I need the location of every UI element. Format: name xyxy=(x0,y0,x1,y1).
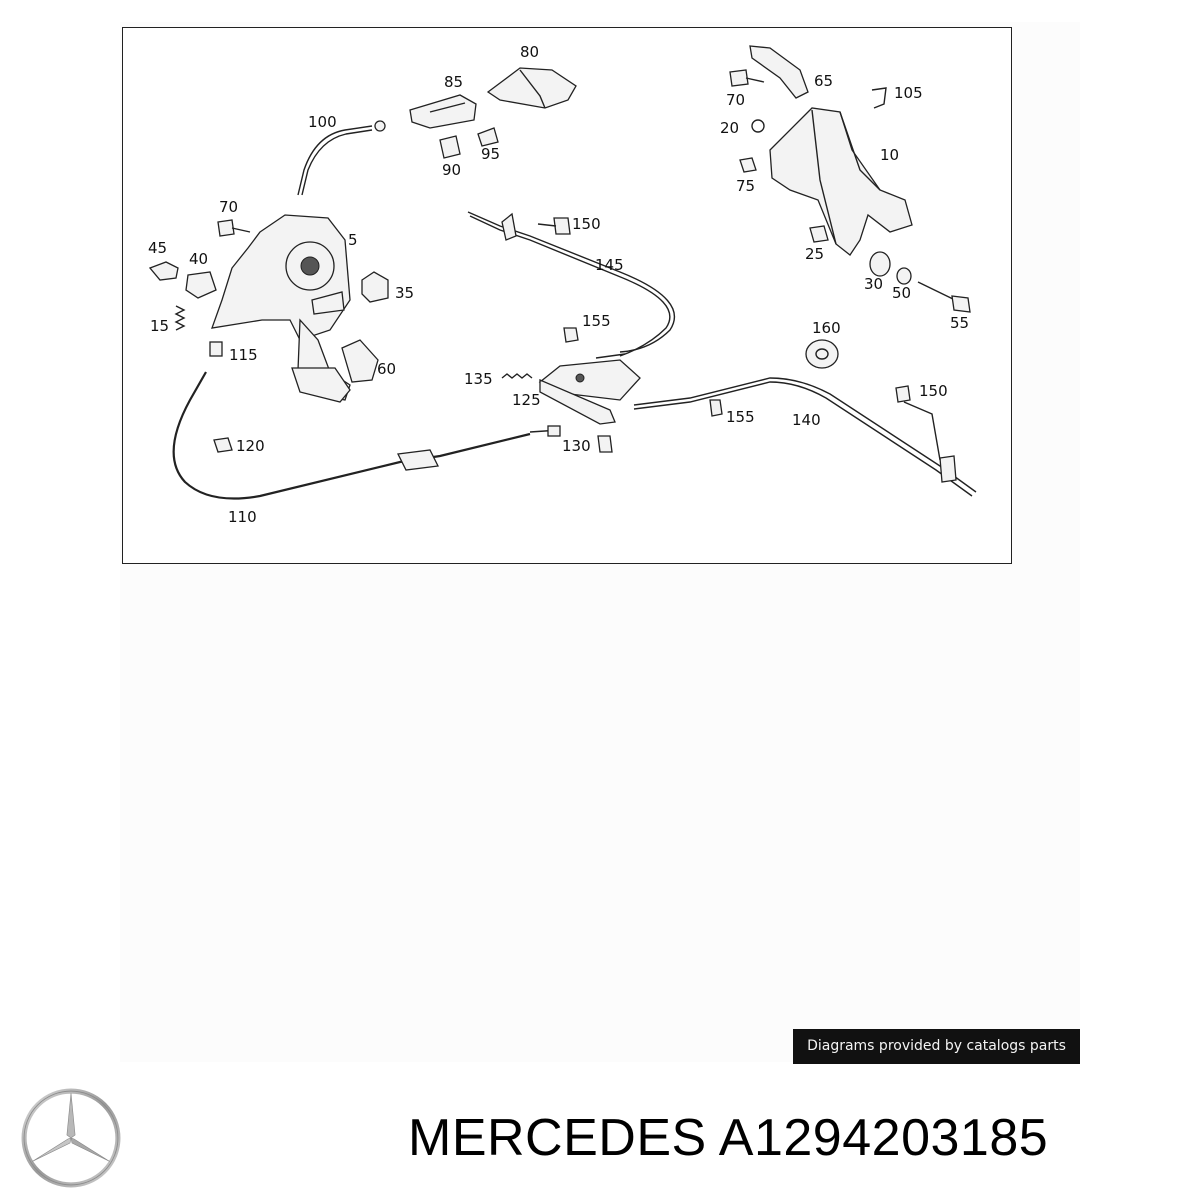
cable-145 xyxy=(467,211,676,353)
part-95 xyxy=(477,127,499,147)
part-120 xyxy=(213,437,233,453)
cable-140 xyxy=(633,377,977,493)
part-150-bottom-bolt xyxy=(895,385,911,403)
label-75: 75 xyxy=(736,177,755,195)
label-15: 15 xyxy=(150,317,169,335)
label-45: 45 xyxy=(148,239,167,257)
label-150-bottom: 150 xyxy=(919,382,948,400)
part-70-left xyxy=(217,219,235,237)
label-95: 95 xyxy=(481,145,500,163)
label-60: 60 xyxy=(377,360,396,378)
label-85: 85 xyxy=(444,73,463,91)
part-30-bushing xyxy=(869,251,891,277)
label-115: 115 xyxy=(229,346,258,364)
label-90: 90 xyxy=(442,161,461,179)
part-155-bottom xyxy=(709,399,723,417)
part-90 xyxy=(439,135,461,159)
label-155-bottom: 155 xyxy=(726,408,755,426)
part-15-spring xyxy=(174,305,186,331)
part-20-ring xyxy=(751,119,765,133)
label-65: 65 xyxy=(814,72,833,90)
part-35 xyxy=(361,271,389,303)
part-160-bushing xyxy=(805,339,839,369)
part-130-bolt xyxy=(597,435,613,453)
part-40 xyxy=(185,271,217,299)
label-5: 5 xyxy=(348,231,358,249)
label-70-right: 70 xyxy=(726,91,745,109)
label-160: 160 xyxy=(812,319,841,337)
part-105-clip xyxy=(871,87,887,109)
part-75-nut xyxy=(739,157,757,173)
page-title: MERCEDES A1294203185 xyxy=(408,1109,1049,1167)
part-labels: 80 85 100 95 90 70 5 45 40 35 15 115 60 … xyxy=(148,43,969,526)
label-30: 30 xyxy=(864,275,883,293)
part-45 xyxy=(148,261,179,281)
label-70-left: 70 xyxy=(219,198,238,216)
label-80: 80 xyxy=(520,43,539,61)
part-50-washer xyxy=(896,267,912,285)
label-130: 130 xyxy=(562,437,591,455)
label-105: 105 xyxy=(894,84,923,102)
label-20: 20 xyxy=(720,119,739,137)
mercedes-star-icon xyxy=(21,1088,121,1188)
cable-100 xyxy=(297,125,373,196)
part-80 xyxy=(486,67,577,109)
label-40: 40 xyxy=(189,250,208,268)
parts-diagram: 80 85 100 95 90 70 5 45 40 35 15 115 60 … xyxy=(148,43,977,526)
part-150-top-bolt xyxy=(553,217,571,235)
label-135: 135 xyxy=(464,370,493,388)
part-25-nut xyxy=(809,225,829,243)
label-140: 140 xyxy=(792,411,821,429)
label-110: 110 xyxy=(228,508,257,526)
diagram-credit-badge: Diagrams provided by catalogs parts xyxy=(793,1029,1080,1064)
part-155-top xyxy=(563,327,579,343)
part-85 xyxy=(409,94,477,129)
label-145: 145 xyxy=(595,256,624,274)
label-150-top: 150 xyxy=(572,215,601,233)
part-10-bracket xyxy=(769,107,913,256)
label-155-top: 155 xyxy=(582,312,611,330)
label-10: 10 xyxy=(880,146,899,164)
label-35: 35 xyxy=(395,284,414,302)
label-120: 120 xyxy=(236,437,265,455)
part-65 xyxy=(749,45,809,99)
part-135-spring xyxy=(501,373,533,379)
label-50: 50 xyxy=(892,284,911,302)
part-70-right xyxy=(729,69,749,87)
label-100: 100 xyxy=(308,113,337,131)
part-60-pad xyxy=(341,339,379,383)
cable-110 xyxy=(172,371,531,500)
label-55: 55 xyxy=(950,314,969,332)
part-55-bolt xyxy=(917,281,956,301)
label-125: 125 xyxy=(512,391,541,409)
part-115 xyxy=(209,341,223,357)
label-25: 25 xyxy=(805,245,824,263)
